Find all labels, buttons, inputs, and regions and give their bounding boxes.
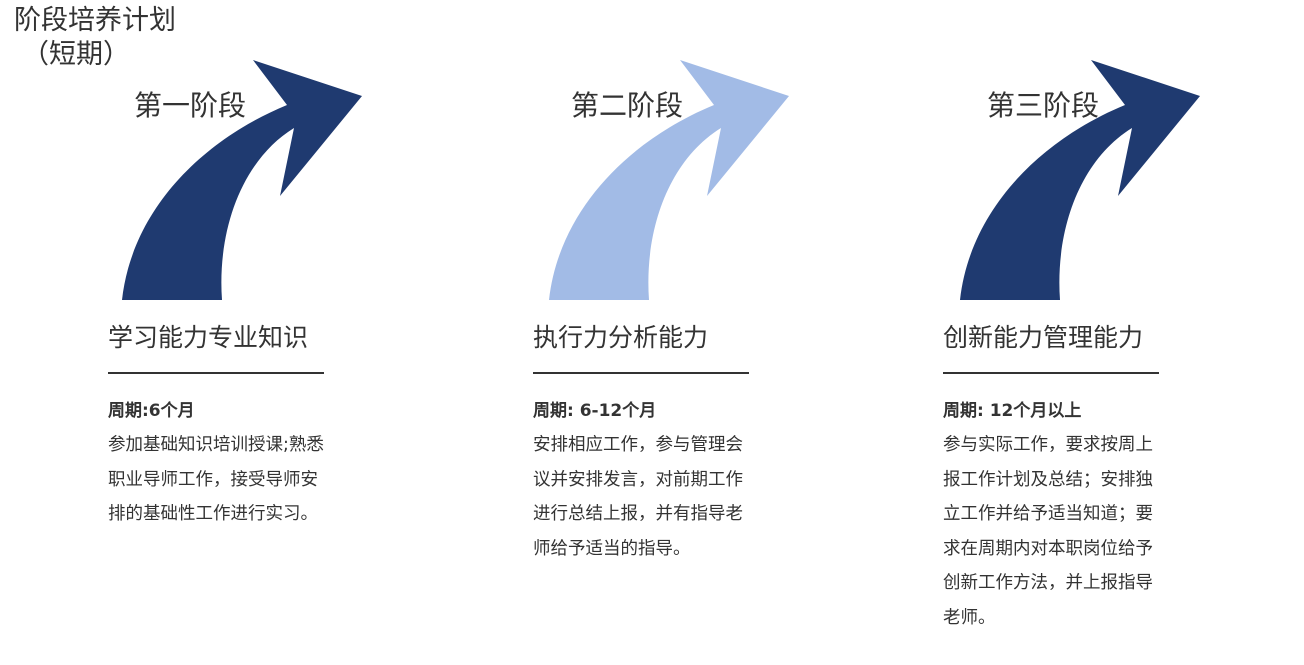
stage-description: 参与实际工作，要求按周上报工作计划及总结；安排独立工作并给予适当知道；要求在周期… <box>943 435 1153 628</box>
stage-label: 第二阶段 <box>571 89 684 122</box>
stage-heading: 创新能力管理能力 <box>943 323 1144 352</box>
stage-3-details: 创新能力管理能力 周期: 12个月以上 参与实际工作，要求按周上报工作计划及总结… <box>943 318 1183 635</box>
stage-period: 周期:6个月 <box>108 401 195 421</box>
divider <box>943 372 1159 374</box>
stage-description: 参加基础知识培训授课;熟悉职业导师工作，接受导师安排的基础性工作进行实习。 <box>108 435 324 524</box>
divider <box>533 372 749 374</box>
divider <box>108 372 324 374</box>
stage-description: 安排相应工作，参与管理会议并安排发言，对前期工作进行总结上报，并有指导老师给予适… <box>533 435 743 559</box>
stage-2-arrow: 第二阶段 <box>549 60 789 300</box>
curved-arrow-icon <box>960 60 1200 300</box>
stage-label: 第一阶段 <box>134 89 247 122</box>
stage-label: 第三阶段 <box>987 89 1100 122</box>
stage-heading: 学习能力专业知识 <box>108 323 309 352</box>
stage-period: 周期: 12个月以上 <box>943 401 1082 421</box>
stage-2-details: 执行力分析能力 周期: 6-12个月 安排相应工作，参与管理会议并安排发言，对前… <box>533 318 773 566</box>
stage-period: 周期: 6-12个月 <box>533 401 657 421</box>
curved-arrow-icon <box>549 60 789 300</box>
stage-heading: 执行力分析能力 <box>533 323 709 352</box>
curved-arrow-icon <box>122 60 362 300</box>
stage-1-arrow: 第一阶段 <box>122 60 362 300</box>
page-title: 阶段培养计划 （短期） <box>14 5 176 70</box>
stage-1-details: 学习能力专业知识 周期:6个月 参加基础知识培训授课;熟悉职业导师工作，接受导师… <box>108 318 348 532</box>
stage-3-arrow: 第三阶段 <box>960 60 1200 300</box>
